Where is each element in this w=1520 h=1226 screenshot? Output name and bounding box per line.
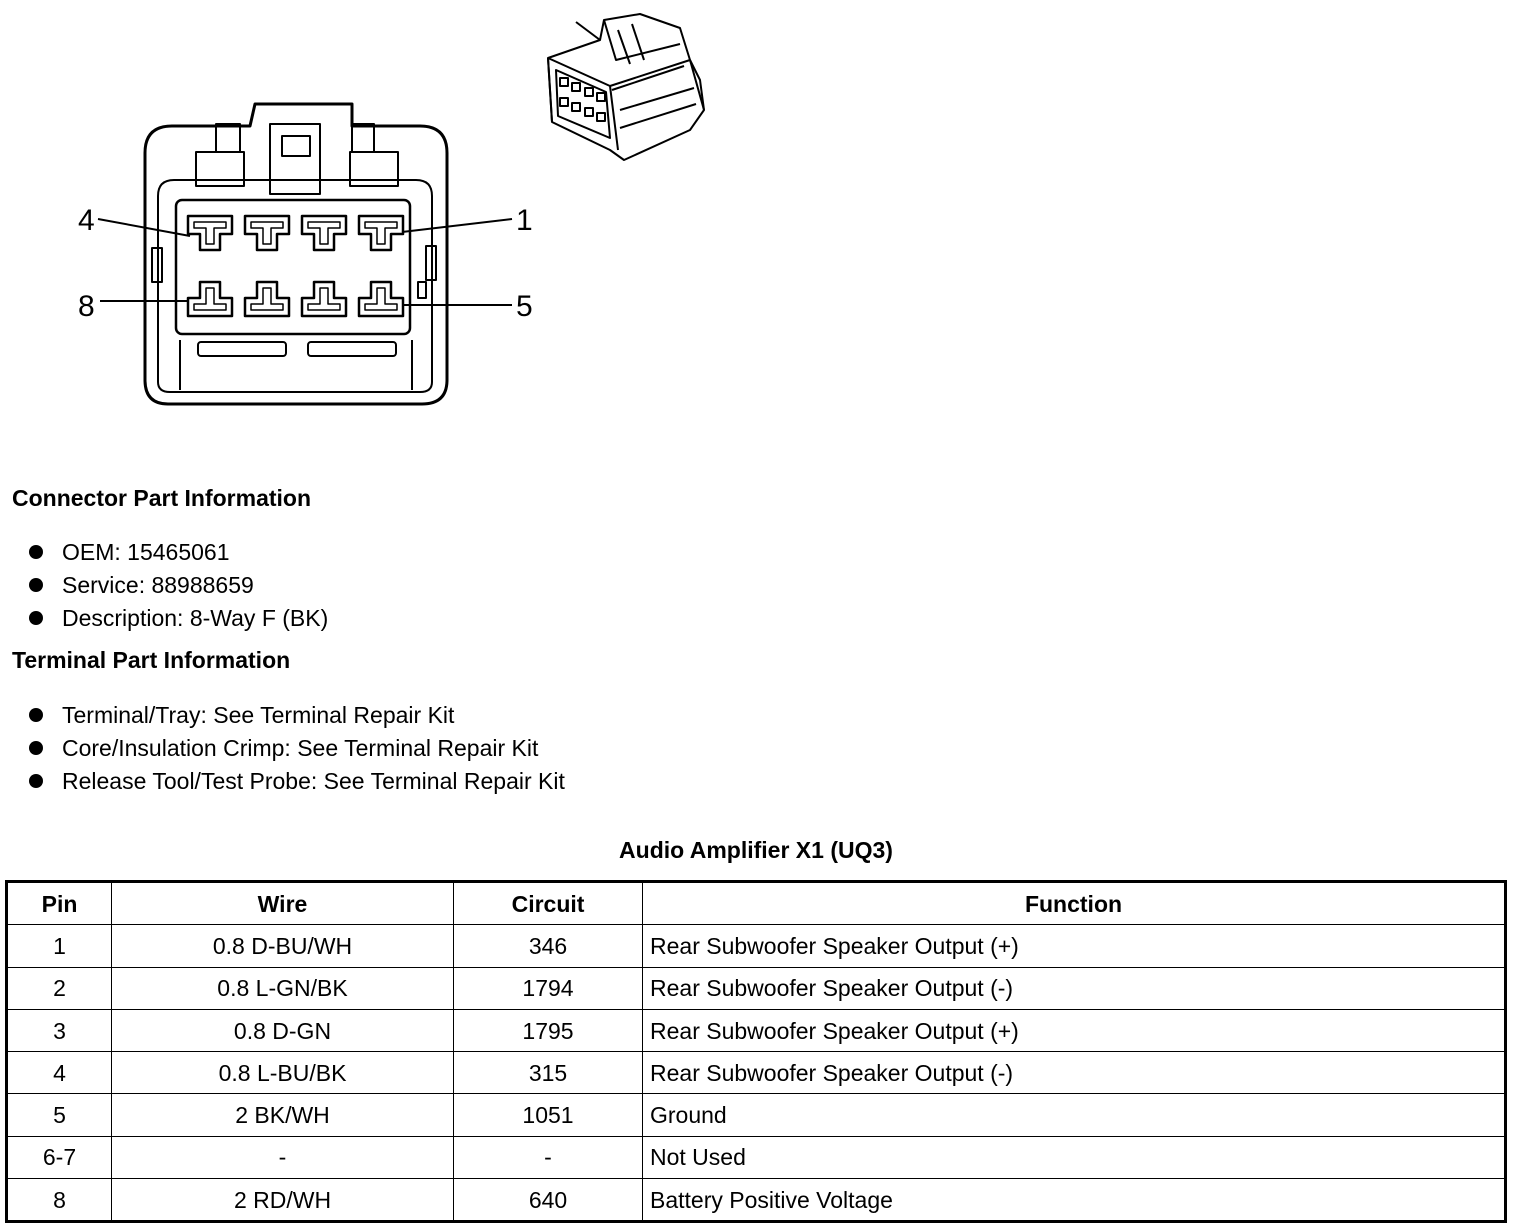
terminal-part-info-list: Terminal/Tray: See Terminal Repair Kit C… bbox=[0, 701, 565, 800]
list-item: Terminal/Tray: See Terminal Repair Kit bbox=[0, 701, 565, 734]
cell-wire: 0.8 D-GN bbox=[111, 1008, 454, 1053]
connector-3d-view bbox=[547, 13, 705, 161]
cell-circuit: 1051 bbox=[453, 1093, 643, 1137]
cell-function: Rear Subwoofer Speaker Output (+) bbox=[642, 1008, 1506, 1053]
cell-wire: 0.8 D-BU/WH bbox=[111, 924, 454, 968]
table-row: 1 0.8 D-BU/WH 346 Rear Subwoofer Speaker… bbox=[6, 924, 1506, 968]
list-item: OEM: 15465061 bbox=[0, 538, 328, 571]
table-title: Audio Amplifier X1 (UQ3) bbox=[619, 837, 893, 863]
cell-function: Battery Positive Voltage bbox=[642, 1178, 1506, 1223]
bullet-icon bbox=[29, 578, 43, 592]
bullet-icon bbox=[29, 545, 43, 559]
table-row: 4 0.8 L-BU/BK 315 Rear Subwoofer Speaker… bbox=[6, 1051, 1506, 1095]
pin-label-5: 5 bbox=[516, 290, 533, 323]
cell-pin: 6-7 bbox=[6, 1135, 112, 1180]
cell-circuit: 315 bbox=[453, 1051, 643, 1095]
terminal-part-info-heading: Terminal Part Information bbox=[12, 647, 291, 673]
list-item: Core/Insulation Crimp: See Terminal Repa… bbox=[0, 734, 565, 767]
table-header-row: Pin Wire Circuit Function bbox=[6, 880, 1506, 926]
list-item: Description: 8-Way F (BK) bbox=[0, 604, 328, 637]
cell-pin: 2 bbox=[6, 966, 112, 1010]
cell-function: Not Used bbox=[642, 1135, 1506, 1180]
terminal-row-bottom bbox=[186, 280, 405, 318]
bullet-icon bbox=[29, 611, 43, 625]
connector-part-info-list: OEM: 15465061 Service: 88988659 Descript… bbox=[0, 538, 328, 637]
list-item: Service: 88988659 bbox=[0, 571, 328, 604]
pinout-table: Pin Wire Circuit Function 1 0.8 D-BU/WH … bbox=[5, 880, 1507, 1224]
bullet-icon bbox=[29, 774, 43, 788]
cell-pin: 1 bbox=[6, 924, 112, 968]
pin-label-8: 8 bbox=[78, 290, 95, 323]
connector-part-info-heading: Connector Part Information bbox=[12, 485, 312, 511]
cell-function: Ground bbox=[642, 1093, 1506, 1137]
terminal-cavity-frame bbox=[174, 198, 412, 336]
table-row: 5 2 BK/WH 1051 Ground bbox=[6, 1093, 1506, 1137]
cell-pin: 4 bbox=[6, 1051, 112, 1095]
bullet-icon bbox=[29, 741, 43, 755]
table-row: 6-7 - - Not Used bbox=[6, 1135, 1506, 1180]
column-header-circuit: Circuit bbox=[453, 880, 643, 926]
cell-function: Rear Subwoofer Speaker Output (+) bbox=[642, 924, 1506, 968]
cell-pin: 8 bbox=[6, 1178, 112, 1223]
column-header-pin: Pin bbox=[6, 880, 112, 926]
terminal-row-top bbox=[186, 214, 405, 252]
cell-circuit: 1794 bbox=[453, 966, 643, 1010]
cell-wire: - bbox=[111, 1135, 454, 1180]
cell-wire: 0.8 L-GN/BK bbox=[111, 966, 454, 1010]
connector-diagram: 4 1 8 5 bbox=[78, 13, 705, 406]
cell-circuit: 1795 bbox=[453, 1008, 643, 1053]
pin-label-4: 4 bbox=[78, 204, 95, 237]
table-row: 8 2 RD/WH 640 Battery Positive Voltage bbox=[6, 1178, 1506, 1223]
list-item: Release Tool/Test Probe: See Terminal Re… bbox=[0, 767, 565, 800]
column-header-wire: Wire bbox=[111, 880, 454, 926]
cell-wire: 0.8 L-BU/BK bbox=[111, 1051, 454, 1095]
connector-inner-outline bbox=[157, 179, 433, 393]
cell-function: Rear Subwoofer Speaker Output (-) bbox=[642, 966, 1506, 1010]
cell-circuit: 640 bbox=[453, 1178, 643, 1223]
table-row: 2 0.8 L-GN/BK 1794 Rear Subwoofer Speake… bbox=[6, 966, 1506, 1010]
connector-housing-outline bbox=[143, 102, 449, 406]
cell-wire: 2 RD/WH bbox=[111, 1178, 454, 1223]
cell-pin: 3 bbox=[6, 1008, 112, 1053]
pin-label-1: 1 bbox=[516, 204, 533, 237]
cell-wire: 2 BK/WH bbox=[111, 1093, 454, 1137]
cell-circuit: - bbox=[453, 1135, 643, 1180]
bullet-icon bbox=[29, 708, 43, 722]
cell-circuit: 346 bbox=[453, 924, 643, 968]
cell-pin: 5 bbox=[6, 1093, 112, 1137]
table-row: 3 0.8 D-GN 1795 Rear Subwoofer Speaker O… bbox=[6, 1008, 1506, 1053]
cell-function: Rear Subwoofer Speaker Output (-) bbox=[642, 1051, 1506, 1095]
column-header-function: Function bbox=[642, 880, 1506, 926]
